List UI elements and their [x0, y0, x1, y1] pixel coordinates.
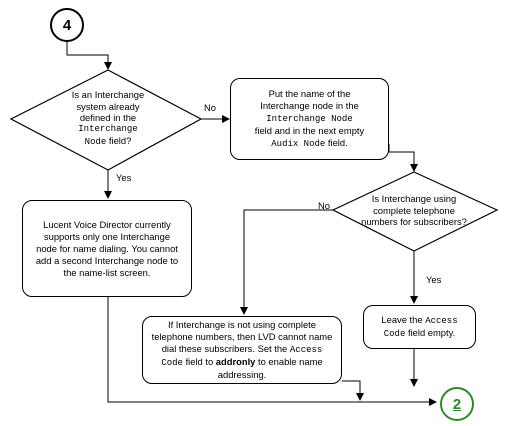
not-complete-code: Access Code: [161, 345, 323, 368]
decision1-text: Is an Interchange system already defined…: [48, 89, 168, 149]
leave-part1: Leave the: [381, 314, 423, 325]
end-connector[interactable]: 2: [440, 387, 474, 421]
leave-box: Leave the Access Code field empty.: [363, 305, 476, 349]
decision2-line1: Is Interchange using: [371, 193, 457, 204]
not-complete-part1: If Interchange is not using complete tel…: [151, 319, 333, 354]
not-complete-part3: to enable name addressing.: [217, 356, 323, 380]
decision1-code2: Node: [84, 137, 107, 147]
put-name-code1: Interchange Node: [266, 114, 353, 124]
decision1-line4: field?: [108, 135, 132, 146]
arrow-lucent-to-end: [107, 297, 437, 406]
put-name-box: Put the name of the Interchange node in …: [230, 78, 389, 160]
put-name-code2: Audix Node: [271, 139, 326, 149]
not-complete-box: If Interchange is not using complete tel…: [142, 316, 342, 384]
label-yes-decision1: Yes: [116, 172, 132, 183]
start-connector: 4: [50, 8, 84, 42]
arrow-notcomplete-to-end: [342, 380, 364, 401]
lucent-box: Lucent Voice Director currently supports…: [22, 200, 192, 297]
put-name-line4: field.: [327, 137, 348, 148]
leave-code2: Code: [383, 329, 406, 339]
lucent-text: Lucent Voice Director currently supports…: [35, 218, 179, 278]
not-complete-bold: addronly: [215, 356, 256, 367]
decision1-line2: system already: [76, 100, 140, 112]
leave-part2: field empty.: [407, 327, 456, 338]
decision1-line1: Is an Interchange: [71, 89, 145, 100]
label-no-decision2: No: [318, 200, 330, 211]
decision2-line3: numbers for subscribers?: [361, 216, 467, 227]
not-complete-part2: field to: [185, 356, 214, 367]
put-name-line1: Put the name of the: [268, 88, 351, 99]
decision2-line2: complete telephone: [373, 204, 455, 216]
label-no-decision1: No: [204, 102, 216, 113]
arrow-putname-to-decision2: [388, 144, 418, 172]
start-connector-label: 4: [62, 16, 72, 34]
decision2-text: Is Interchange using complete telephone …: [350, 193, 478, 228]
label-yes-decision2: Yes: [426, 274, 442, 285]
end-connector-label[interactable]: 2: [452, 395, 462, 413]
leave-code1: Access: [425, 316, 458, 326]
arrow-start-to-decision1: [66, 40, 112, 70]
put-name-line3: field and in the next empty: [254, 125, 365, 136]
decision1-line3: defined in the: [79, 112, 137, 123]
put-name-line2: Interchange node in the: [260, 100, 359, 111]
decision1-code1: Interchange: [78, 123, 138, 134]
arrow-decision2-no: [240, 209, 333, 315]
